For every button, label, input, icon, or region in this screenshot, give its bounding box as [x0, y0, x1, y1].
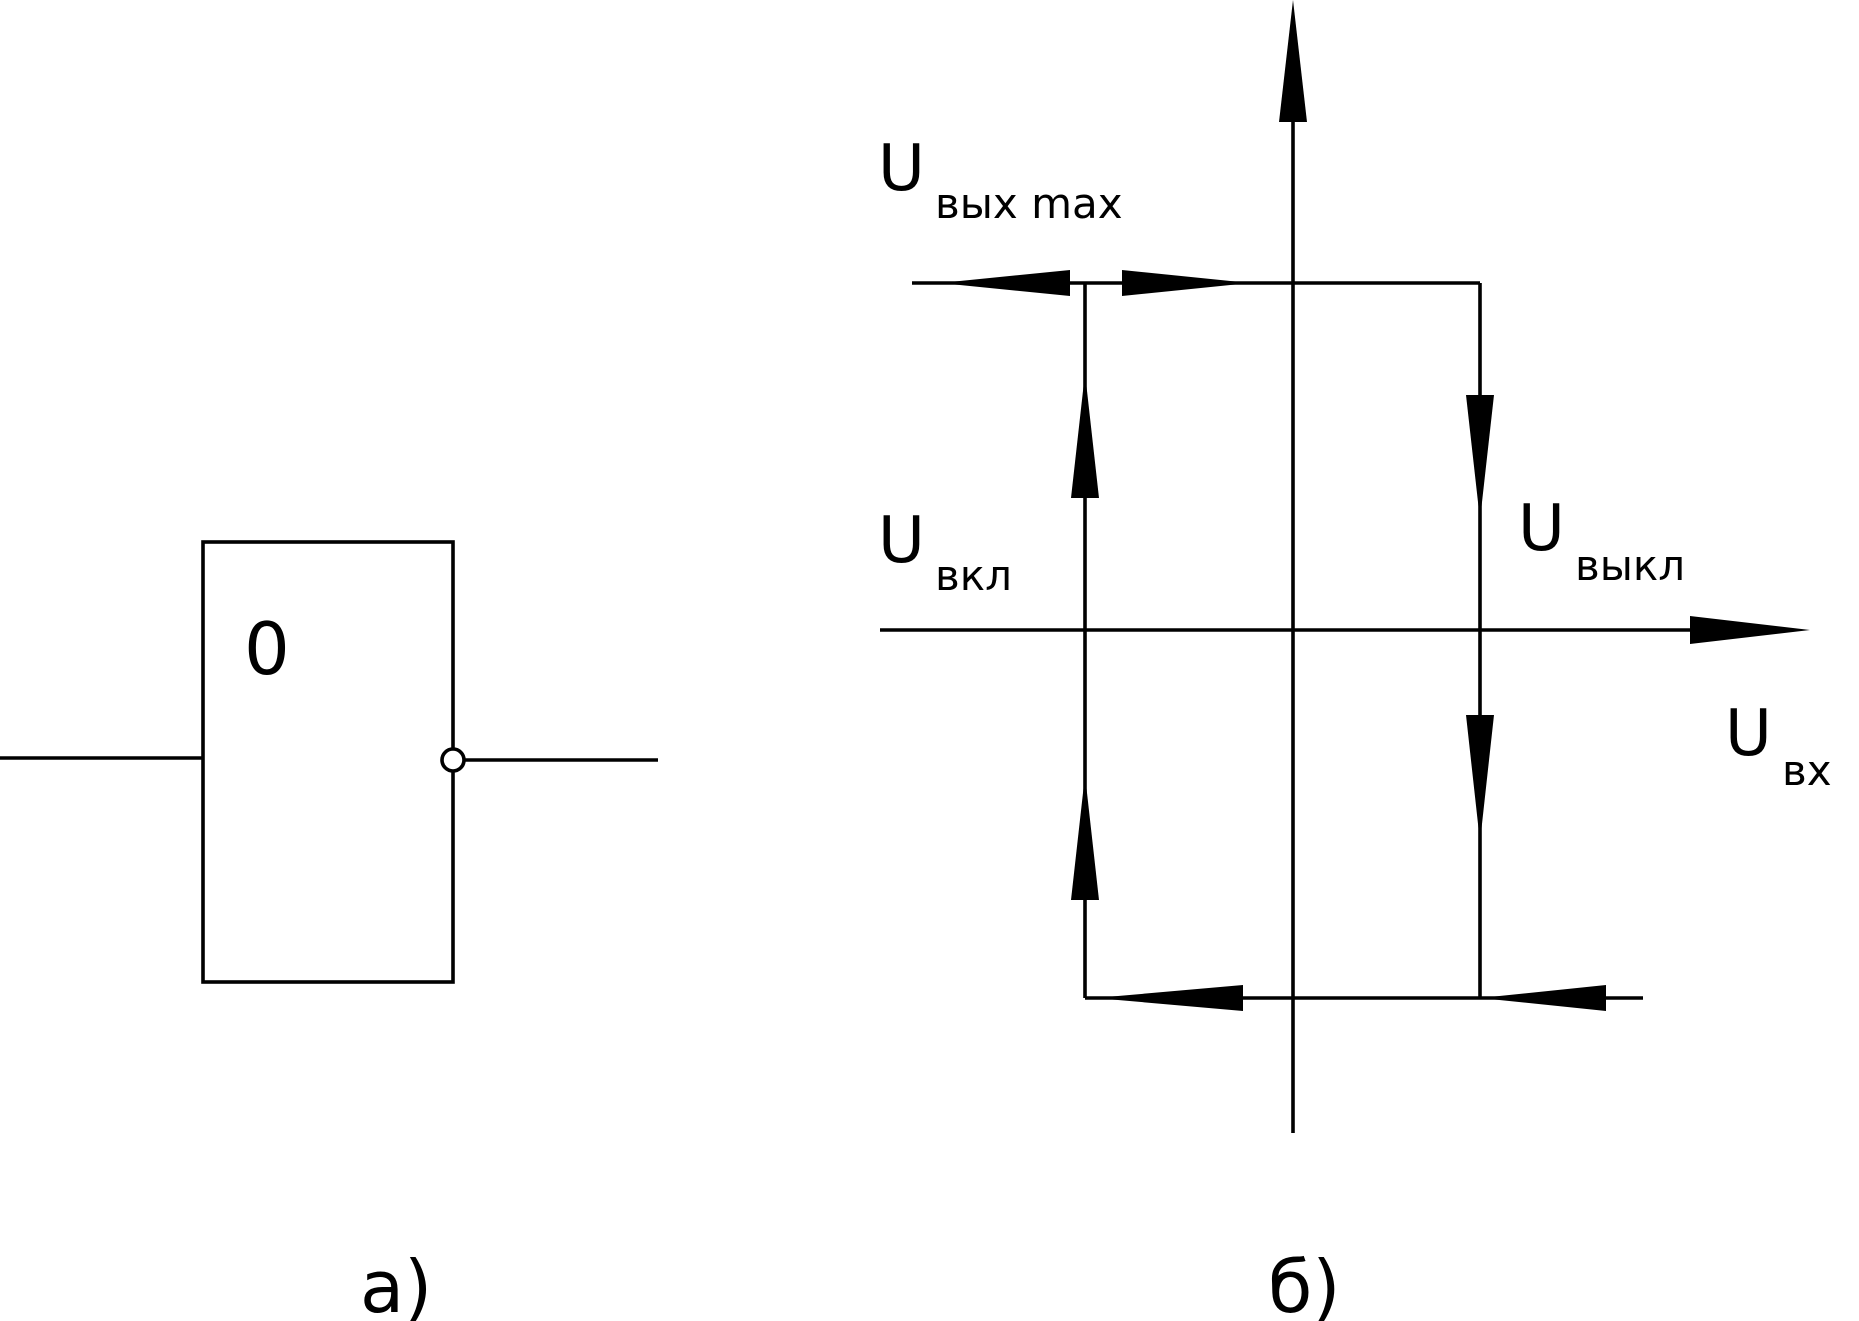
up-arrow-upper [1071, 373, 1099, 498]
y-axis-arrowhead [1279, 0, 1307, 122]
top-right-arrow [1122, 270, 1250, 296]
label-u-off-main: U [1518, 492, 1565, 566]
label-u-in-main: U [1725, 697, 1772, 771]
element-body [201, 540, 455, 984]
bottom-left-arrow [1095, 985, 1243, 1011]
caption-a: а) [360, 1245, 432, 1321]
bottom-right-arrow [1480, 985, 1606, 1011]
label-u-off-sub: выкл [1575, 541, 1685, 590]
up-arrow-lower [1071, 775, 1099, 900]
label-u-in-sub: вх [1782, 746, 1832, 795]
inversion-circle [440, 747, 466, 773]
caption-b: б) [1268, 1245, 1341, 1321]
element-symbol-text: 0 [244, 607, 290, 691]
label-u-out-max: U вых max [878, 132, 1123, 228]
top-left-arrow [940, 270, 1070, 296]
label-u-out-max-main: U [878, 132, 925, 206]
label-u-out-max-sub: вых max [935, 179, 1123, 228]
down-arrow-upper [1466, 395, 1494, 520]
x-axis-arrowhead [1690, 616, 1810, 644]
hysteresis-loop [880, 0, 1810, 1133]
label-u-on-sub: вкл [935, 551, 1012, 600]
label-u-off: U выкл [1518, 492, 1685, 590]
logic-element-symbol: 0 [0, 540, 658, 984]
down-arrow-lower [1466, 715, 1494, 842]
label-u-on-main: U [878, 504, 925, 578]
label-u-in: U вх [1725, 697, 1832, 795]
label-u-on: U вкл [878, 504, 1012, 600]
